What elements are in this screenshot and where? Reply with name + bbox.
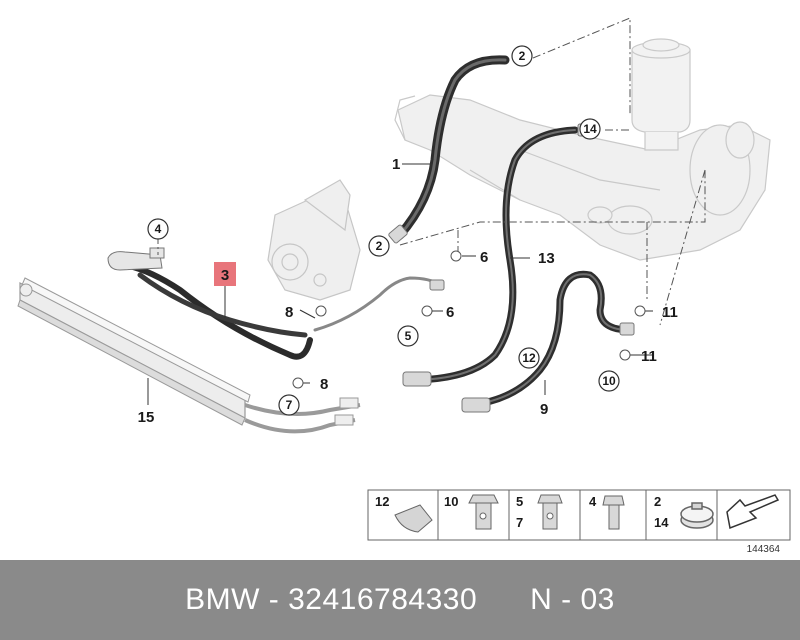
callout-13: 13 bbox=[538, 250, 555, 267]
callout-6-top: 6 bbox=[480, 249, 488, 266]
callout-4: 4 bbox=[155, 222, 162, 236]
legend-2: 2 bbox=[654, 494, 661, 509]
footer-separator: - bbox=[259, 583, 289, 616]
legend-7: 7 bbox=[516, 515, 523, 530]
callout-3: 3 bbox=[221, 267, 229, 284]
callout-11-lower: 11 bbox=[641, 348, 657, 365]
callout-1: 1 bbox=[392, 156, 400, 173]
direction-arrow-icon bbox=[726, 494, 780, 530]
callout-11-top: 11 bbox=[662, 304, 678, 321]
footer-brand: BMW bbox=[185, 583, 260, 616]
footer-gap bbox=[477, 583, 530, 617]
legend-10: 10 bbox=[444, 494, 458, 509]
bracket bbox=[107, 247, 165, 271]
hollow-bolt-icon bbox=[537, 494, 563, 530]
callout-8-top: 8 bbox=[285, 304, 293, 321]
footer-part-number: 32416784330 bbox=[288, 583, 478, 616]
legend-5: 5 bbox=[516, 494, 523, 509]
callouts: 1 2 2 3 4 5 6 6 7 8 8 9 10 11 11 12 13 1… bbox=[138, 45, 678, 426]
callout-7: 7 bbox=[286, 398, 293, 412]
legend-14: 14 bbox=[654, 515, 669, 530]
reservoir-outline bbox=[631, 38, 691, 151]
hoses bbox=[122, 55, 634, 409]
callout-2-lower: 2 bbox=[376, 239, 383, 253]
callout-5: 5 bbox=[405, 329, 412, 343]
clamp-icon bbox=[394, 504, 433, 533]
washers bbox=[292, 250, 646, 389]
pump-outline bbox=[267, 179, 361, 301]
callout-15: 15 bbox=[138, 409, 155, 426]
footer-ref: N - 03 bbox=[530, 583, 615, 616]
hose-clamp-icon bbox=[680, 502, 714, 529]
leader-lines bbox=[147, 163, 653, 405]
footer-bar: BMW - 32416784330 N - 03 bbox=[0, 560, 800, 640]
callout-6-lower: 6 bbox=[446, 304, 454, 321]
callout-10: 10 bbox=[602, 374, 616, 388]
hose-3 bbox=[122, 262, 313, 360]
callout-9: 9 bbox=[540, 401, 548, 418]
pressure-pipe bbox=[313, 276, 442, 332]
callout-8-lower: 8 bbox=[320, 376, 328, 393]
steering-rack-outline bbox=[394, 94, 771, 261]
parts-diagram: 1 2 2 3 4 5 6 6 7 8 8 9 10 11 11 12 13 1… bbox=[17, 17, 791, 555]
banjo-bolt-icon bbox=[468, 494, 499, 530]
callout-3-highlight bbox=[214, 262, 236, 286]
legend-4: 4 bbox=[589, 494, 597, 509]
oil-cooler bbox=[17, 277, 361, 434]
legend-12: 12 bbox=[375, 494, 389, 509]
callout-14: 14 bbox=[583, 122, 597, 136]
parts-legend: 12 10 5 7 4 2 14 bbox=[367, 489, 791, 555]
callout-12: 12 bbox=[522, 351, 536, 365]
callout-2-top: 2 bbox=[519, 49, 526, 63]
diagram-number: 144364 bbox=[747, 544, 781, 555]
bolt-icon bbox=[602, 495, 625, 530]
